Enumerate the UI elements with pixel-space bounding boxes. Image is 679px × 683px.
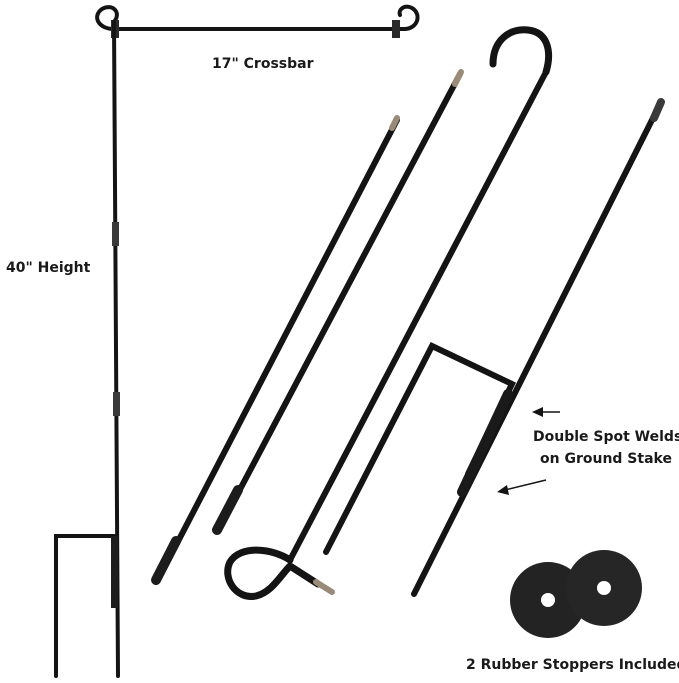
assembled-flag-stand bbox=[54, 4, 420, 678]
rubber-stoppers bbox=[510, 550, 642, 638]
welds-label-line2: on Ground Stake bbox=[540, 451, 672, 467]
stoppers-label: 2 Rubber Stoppers Included bbox=[466, 657, 679, 673]
threaded-rod-1 bbox=[151, 115, 400, 585]
weld-arrows bbox=[497, 407, 560, 495]
height-label: 40" Height bbox=[6, 260, 91, 276]
stake-rod bbox=[323, 98, 665, 597]
crossbar-label: 17" Crossbar bbox=[212, 56, 314, 72]
welds-label-line1: Double Spot Welds bbox=[533, 429, 679, 445]
threaded-rod-2 bbox=[212, 69, 464, 535]
hook-loop-rod bbox=[224, 26, 553, 600]
